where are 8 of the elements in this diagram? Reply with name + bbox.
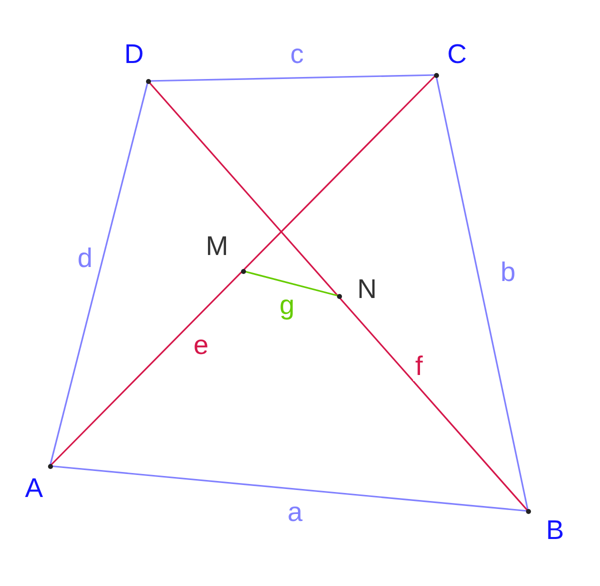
point-label: B (546, 515, 564, 545)
point-label: D (124, 39, 144, 69)
point-label: C (447, 39, 467, 69)
line-segment (49, 80, 149, 466)
point-label: N (357, 274, 377, 304)
point-label: M (206, 231, 228, 261)
line-segment (147, 80, 529, 512)
point-label: A (25, 473, 43, 503)
